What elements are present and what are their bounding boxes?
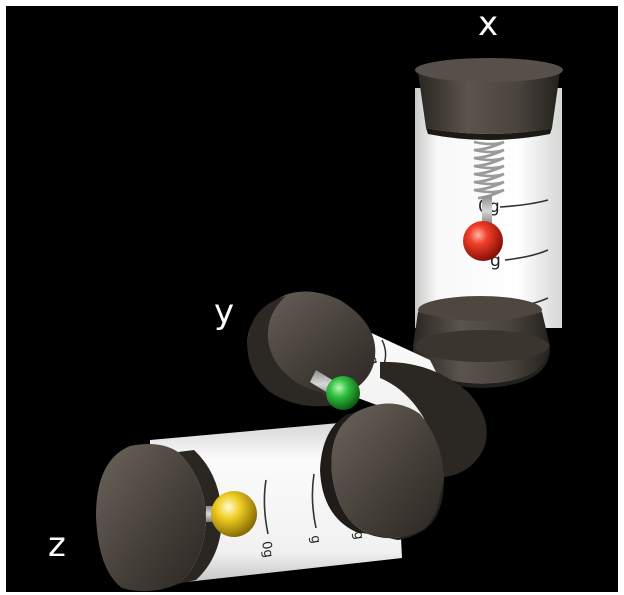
x-mass-ball (463, 221, 503, 261)
y-near-cap (380, 361, 487, 478)
x-bottom-cap-top (418, 296, 542, 324)
z-axis-label: z (48, 525, 66, 565)
x-axis-label: x (478, 4, 498, 44)
x-spring (473, 140, 505, 200)
x-axis-tube: 0g g (413, 58, 563, 388)
y-mass-ball (326, 376, 360, 410)
x-top-cap-face (415, 58, 563, 82)
x-tick-label-g: g (490, 251, 501, 271)
z-right-cap (331, 403, 444, 539)
y-axis-label: y (214, 292, 234, 332)
z-left-cap (96, 444, 206, 592)
z-tick-label-0g: 0g (258, 540, 276, 559)
x-top-cap (418, 72, 560, 134)
z-tick-label-g2: g (350, 530, 366, 541)
z-axis-tube: 0g g g (96, 403, 444, 592)
y-axis-tube: g (247, 291, 487, 478)
z-tick-label-g1: g (307, 534, 323, 545)
z-mass-ball (211, 491, 257, 537)
